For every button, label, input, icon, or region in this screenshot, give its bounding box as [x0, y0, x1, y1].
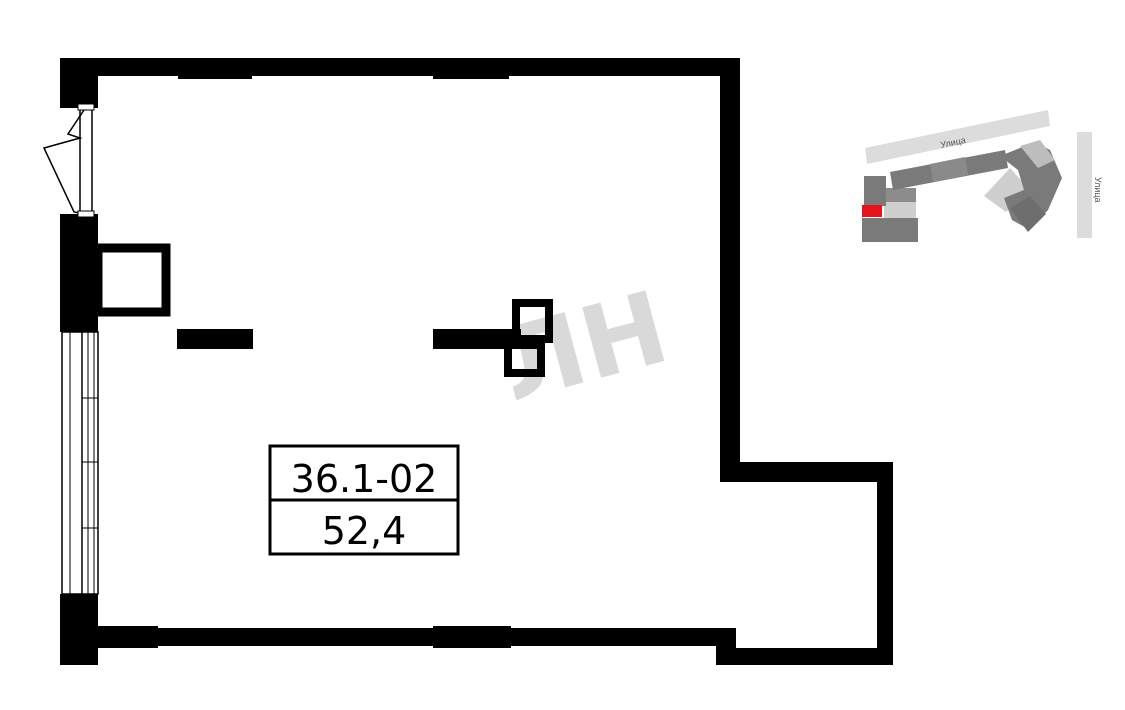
building-block	[886, 188, 916, 202]
highlighted-unit	[862, 205, 882, 217]
window-left	[61, 331, 99, 595]
unit-area: 52,4	[322, 509, 407, 553]
interior-partition	[433, 329, 521, 349]
wall-bottom-segment	[433, 626, 511, 648]
ventilation-shaft	[93, 243, 171, 317]
building-block	[862, 218, 918, 242]
site-plan: Улица Улица	[862, 110, 1103, 242]
wall-pier-left	[60, 214, 98, 332]
wall-bottom-segment	[98, 626, 158, 648]
courtyard-right	[984, 168, 1030, 212]
street-label-right: Улица	[1093, 177, 1103, 203]
street-right	[1077, 132, 1092, 238]
door-swing-icon	[42, 109, 87, 215]
street-top	[865, 110, 1050, 164]
wall-right-lower	[877, 462, 893, 665]
wall-bottom	[60, 628, 736, 646]
wall-top-segment	[178, 58, 252, 79]
wall-top-segment	[433, 58, 509, 79]
wall-step	[720, 462, 893, 482]
wall-pier-bottom-left	[60, 594, 98, 665]
wall-pier-top-left-inner	[80, 76, 98, 108]
shaft-upper	[512, 299, 553, 343]
building-block	[864, 176, 886, 206]
wall-bottom-right	[716, 648, 893, 665]
entrance-door	[42, 103, 95, 218]
unit-id: 36.1-02	[291, 457, 438, 501]
wall-top	[60, 58, 740, 76]
building-cluster-dark	[1010, 196, 1046, 232]
interior-partition	[177, 329, 253, 349]
wall-right-upper	[720, 58, 740, 482]
building-cluster-light	[1020, 140, 1055, 168]
unit-label: 36.1-02 52,4	[268, 444, 460, 556]
shaft-lower	[504, 341, 545, 377]
exterior-walls	[60, 58, 893, 665]
building-row-segment	[930, 157, 968, 182]
